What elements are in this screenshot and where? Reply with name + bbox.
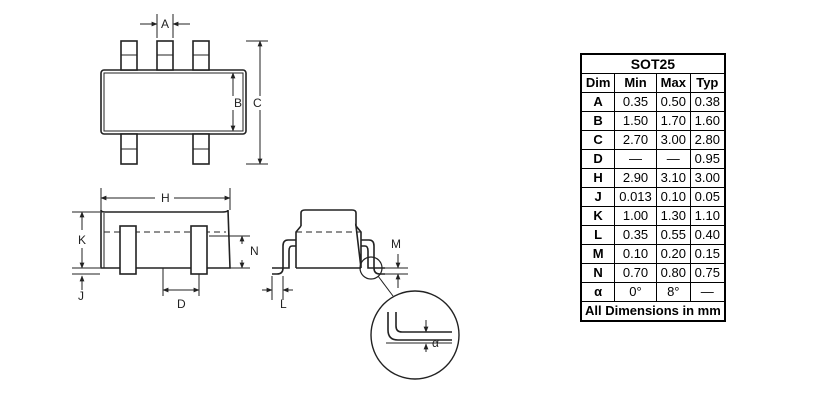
table-footer-row: All Dimensions in mm [580,301,726,322]
max-cell: 0.50 [655,92,691,112]
max-cell: 0.80 [655,263,691,283]
table-row: D——0.95 [580,149,726,169]
typ-cell: 0.75 [689,263,726,283]
dim-cell: D [580,149,616,169]
typ-cell: 2.80 [689,130,726,150]
dim-cell: M [580,244,616,264]
max-cell: 1.70 [655,111,691,131]
front-view [72,188,250,296]
label-D: D [177,297,186,311]
label-alpha: α [432,336,439,350]
dim-cell: J [580,187,616,207]
typ-cell: 0.40 [689,225,726,245]
min-cell: 0° [614,282,657,302]
label-N: N [250,244,259,258]
header-dim: Dim [580,73,616,93]
dim-cell: H [580,168,616,188]
min-cell: 0.35 [614,92,657,112]
typ-cell: 1.60 [689,111,726,131]
min-cell: 0.013 [614,187,657,207]
dim-cell: C [580,130,616,150]
top-view [100,14,268,165]
max-cell: 1.30 [655,206,691,226]
max-cell: 8° [655,282,691,302]
label-M: M [391,237,401,251]
header-typ: Typ [689,73,726,93]
max-cell: 0.55 [655,225,691,245]
package-outline-drawing: A B C H K J N D [72,14,460,380]
min-cell: 2.90 [614,168,657,188]
label-B: B [234,96,242,110]
min-cell: — [614,149,657,169]
min-cell: 0.70 [614,263,657,283]
table-title: SOT25 [580,53,726,74]
typ-cell: 3.00 [689,168,726,188]
min-cell: 1.50 [614,111,657,131]
label-H: H [161,191,170,205]
dim-cell: A [580,92,616,112]
header-max: Max [655,73,691,93]
min-cell: 0.10 [614,244,657,264]
dim-cell: L [580,225,616,245]
typ-cell: 0.95 [689,149,726,169]
table-header-row: Dim Min Max Typ [580,73,726,93]
dim-cell: α [580,282,616,302]
typ-cell: 0.15 [689,244,726,264]
label-L: L [280,297,287,311]
label-K: K [78,233,86,247]
max-cell: 0.10 [655,187,691,207]
typ-cell: — [689,282,726,302]
typ-cell: 1.10 [689,206,726,226]
table-title-row: SOT25 [580,53,726,74]
label-A: A [161,17,169,31]
max-cell: 3.00 [655,130,691,150]
max-cell: 0.20 [655,244,691,264]
min-cell: 2.70 [614,130,657,150]
dim-cell: N [580,263,616,283]
table-footer: All Dimensions in mm [580,301,726,322]
label-C: C [253,96,262,110]
dim-cell: K [580,206,616,226]
typ-cell: 0.05 [689,187,726,207]
side-view [262,209,460,380]
min-cell: 0.35 [614,225,657,245]
max-cell: — [655,149,691,169]
label-J: J [78,289,84,303]
header-min: Min [614,73,657,93]
dim-cell: B [580,111,616,131]
max-cell: 3.10 [655,168,691,188]
min-cell: 1.00 [614,206,657,226]
typ-cell: 0.38 [689,92,726,112]
